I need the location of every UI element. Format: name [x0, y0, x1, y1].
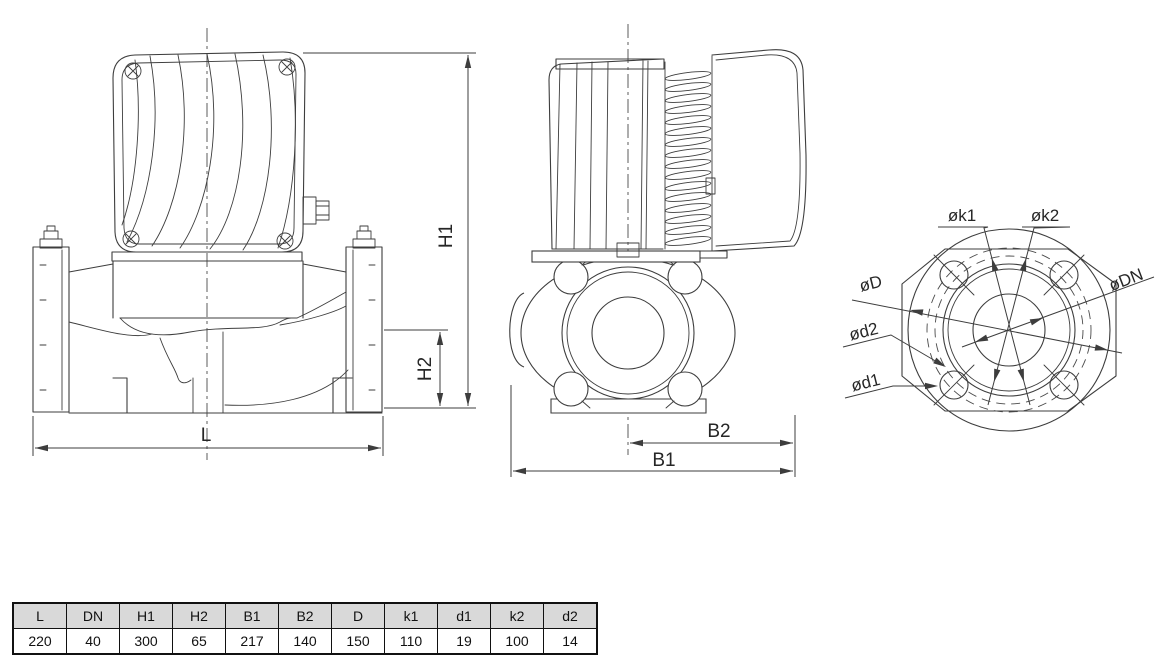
table-header-cell: d1 — [437, 602, 491, 629]
table-header-cell: D — [331, 602, 385, 629]
table-value-row: 220 40 300 65 217 140 150 110 19 100 14 — [12, 628, 598, 655]
dim-label-l: L — [201, 425, 212, 446]
bolt-circle-k2 — [934, 255, 1084, 405]
dim-label-dn: øDN — [1106, 265, 1145, 295]
flange-bolt — [39, 225, 376, 249]
table-header-cell: d2 — [543, 602, 598, 629]
dim-label-d2: ød2 — [847, 319, 880, 345]
dim-label-h1: H1 — [436, 224, 457, 248]
front-dimensions: H1 H2 L — [32, 52, 476, 456]
front-pump-body — [32, 225, 383, 414]
table-header-cell: B2 — [278, 602, 332, 629]
side-foot — [550, 398, 707, 414]
side-motor — [531, 49, 807, 263]
table-header-cell: H2 — [172, 602, 226, 629]
table-value-cell: 65 — [172, 628, 226, 655]
table-value-cell: 14 — [543, 628, 598, 655]
dim-label-b2: B2 — [707, 421, 730, 442]
table-value-cell: 100 — [490, 628, 544, 655]
dim-label-k1: øk1 — [948, 206, 976, 225]
dim-label-d-outer: øD — [857, 272, 884, 296]
cable-gland — [302, 196, 330, 225]
screw-icon — [122, 58, 296, 250]
table-value-cell: 19 — [437, 628, 491, 655]
table-header-cell: k1 — [384, 602, 438, 629]
front-right-flange — [345, 246, 383, 413]
table-header-cell: k2 — [490, 602, 544, 629]
flange-bore — [972, 293, 1046, 367]
dim-label-h2: H2 — [415, 357, 436, 381]
table-value-cell: 140 — [278, 628, 332, 655]
table-value-cell: 217 — [225, 628, 279, 655]
technical-drawing: H1 H2 L — [32, 24, 1155, 477]
front-motor-housing — [112, 51, 330, 253]
side-fin-stack — [664, 71, 712, 246]
flange-dimensions: øk1 øk2 øD øDN ød2 ød1 — [842, 206, 1155, 406]
dim-label-k2: øk2 — [1031, 206, 1059, 225]
table-header-cell: B1 — [225, 602, 279, 629]
table-value-cell: 220 — [12, 628, 67, 655]
dim-label-d1: ød1 — [849, 370, 882, 396]
flange-bolt-hole — [933, 254, 1085, 406]
flange-outline — [901, 248, 1117, 412]
front-left-flange — [32, 246, 70, 413]
side-view: B2 B1 — [509, 24, 807, 477]
table-value-cell: 110 — [384, 628, 438, 655]
dim-label-b1: B1 — [652, 450, 675, 471]
dimension-table: L DN H1 H2 B1 B2 D k1 d1 k2 d2 220 40 30… — [12, 602, 598, 655]
table-header-cell: H1 — [119, 602, 173, 629]
table-value-cell: 40 — [66, 628, 120, 655]
table-header-cell: L — [12, 602, 67, 629]
side-dimensions: B2 B1 — [510, 385, 796, 477]
flange-view: øk1 øk2 øD øDN ød2 ød1 — [842, 206, 1155, 432]
front-view: H1 H2 L — [32, 28, 476, 460]
table-value-cell: 300 — [119, 628, 173, 655]
side-volute — [509, 257, 736, 414]
table-header-row: L DN H1 H2 B1 B2 D k1 d1 k2 d2 — [12, 602, 598, 629]
table-value-cell: 150 — [331, 628, 385, 655]
table-header-cell: DN — [66, 602, 120, 629]
side-bore — [591, 296, 665, 370]
bolt-circle-k1 — [926, 247, 1092, 413]
